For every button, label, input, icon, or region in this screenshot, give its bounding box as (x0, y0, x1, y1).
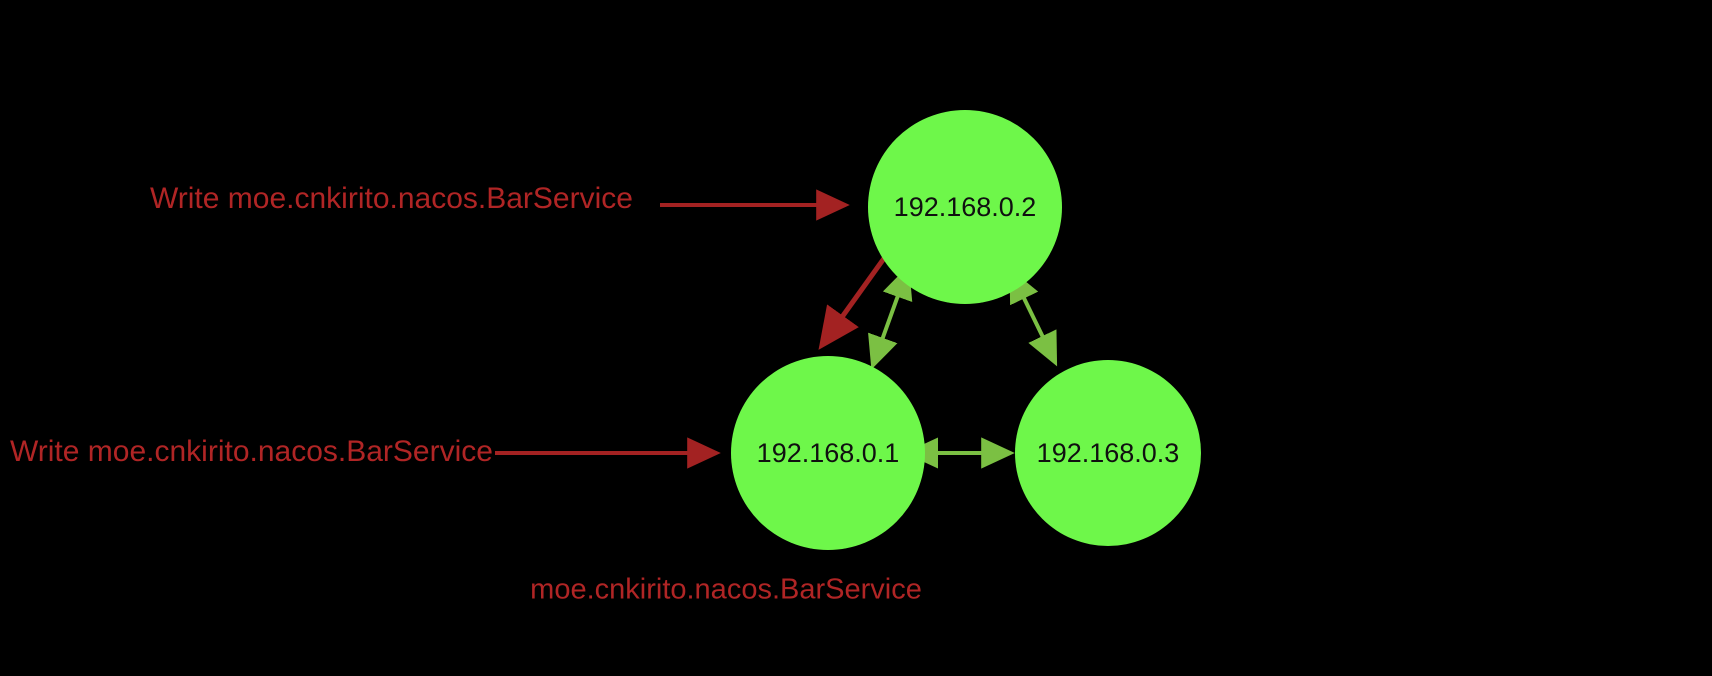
node-bottom-right[interactable]: 192.168.0.3 (1015, 360, 1201, 546)
node-bottom-right-label: 192.168.0.3 (1037, 438, 1180, 468)
node-bottom-right-circle[interactable] (1015, 360, 1201, 546)
write-arrow-group (495, 189, 893, 469)
node-bottom-left-label: 192.168.0.1 (757, 438, 900, 468)
node-bottom-left-circle[interactable] (731, 356, 925, 550)
node-top-circle[interactable] (868, 110, 1062, 304)
node-bottom-left[interactable]: 192.168.0.1 (731, 356, 925, 550)
write-label-to-node-bottom-left: Write moe.cnkirito.nacos.BarService (10, 435, 493, 468)
write-arrow-top-to-bottom-left (818, 248, 893, 350)
replication-link-top-right (1009, 268, 1058, 367)
replication-link-group (868, 265, 1058, 469)
service-name-caption: moe.cnkirito.nacos.BarService (530, 574, 922, 606)
replication-link-top-left (868, 265, 913, 370)
node-top-label: 192.168.0.2 (894, 192, 1037, 222)
write-label-to-node-top: Write moe.cnkirito.nacos.BarService (150, 182, 633, 215)
node-top[interactable]: 192.168.0.2 (868, 110, 1062, 304)
